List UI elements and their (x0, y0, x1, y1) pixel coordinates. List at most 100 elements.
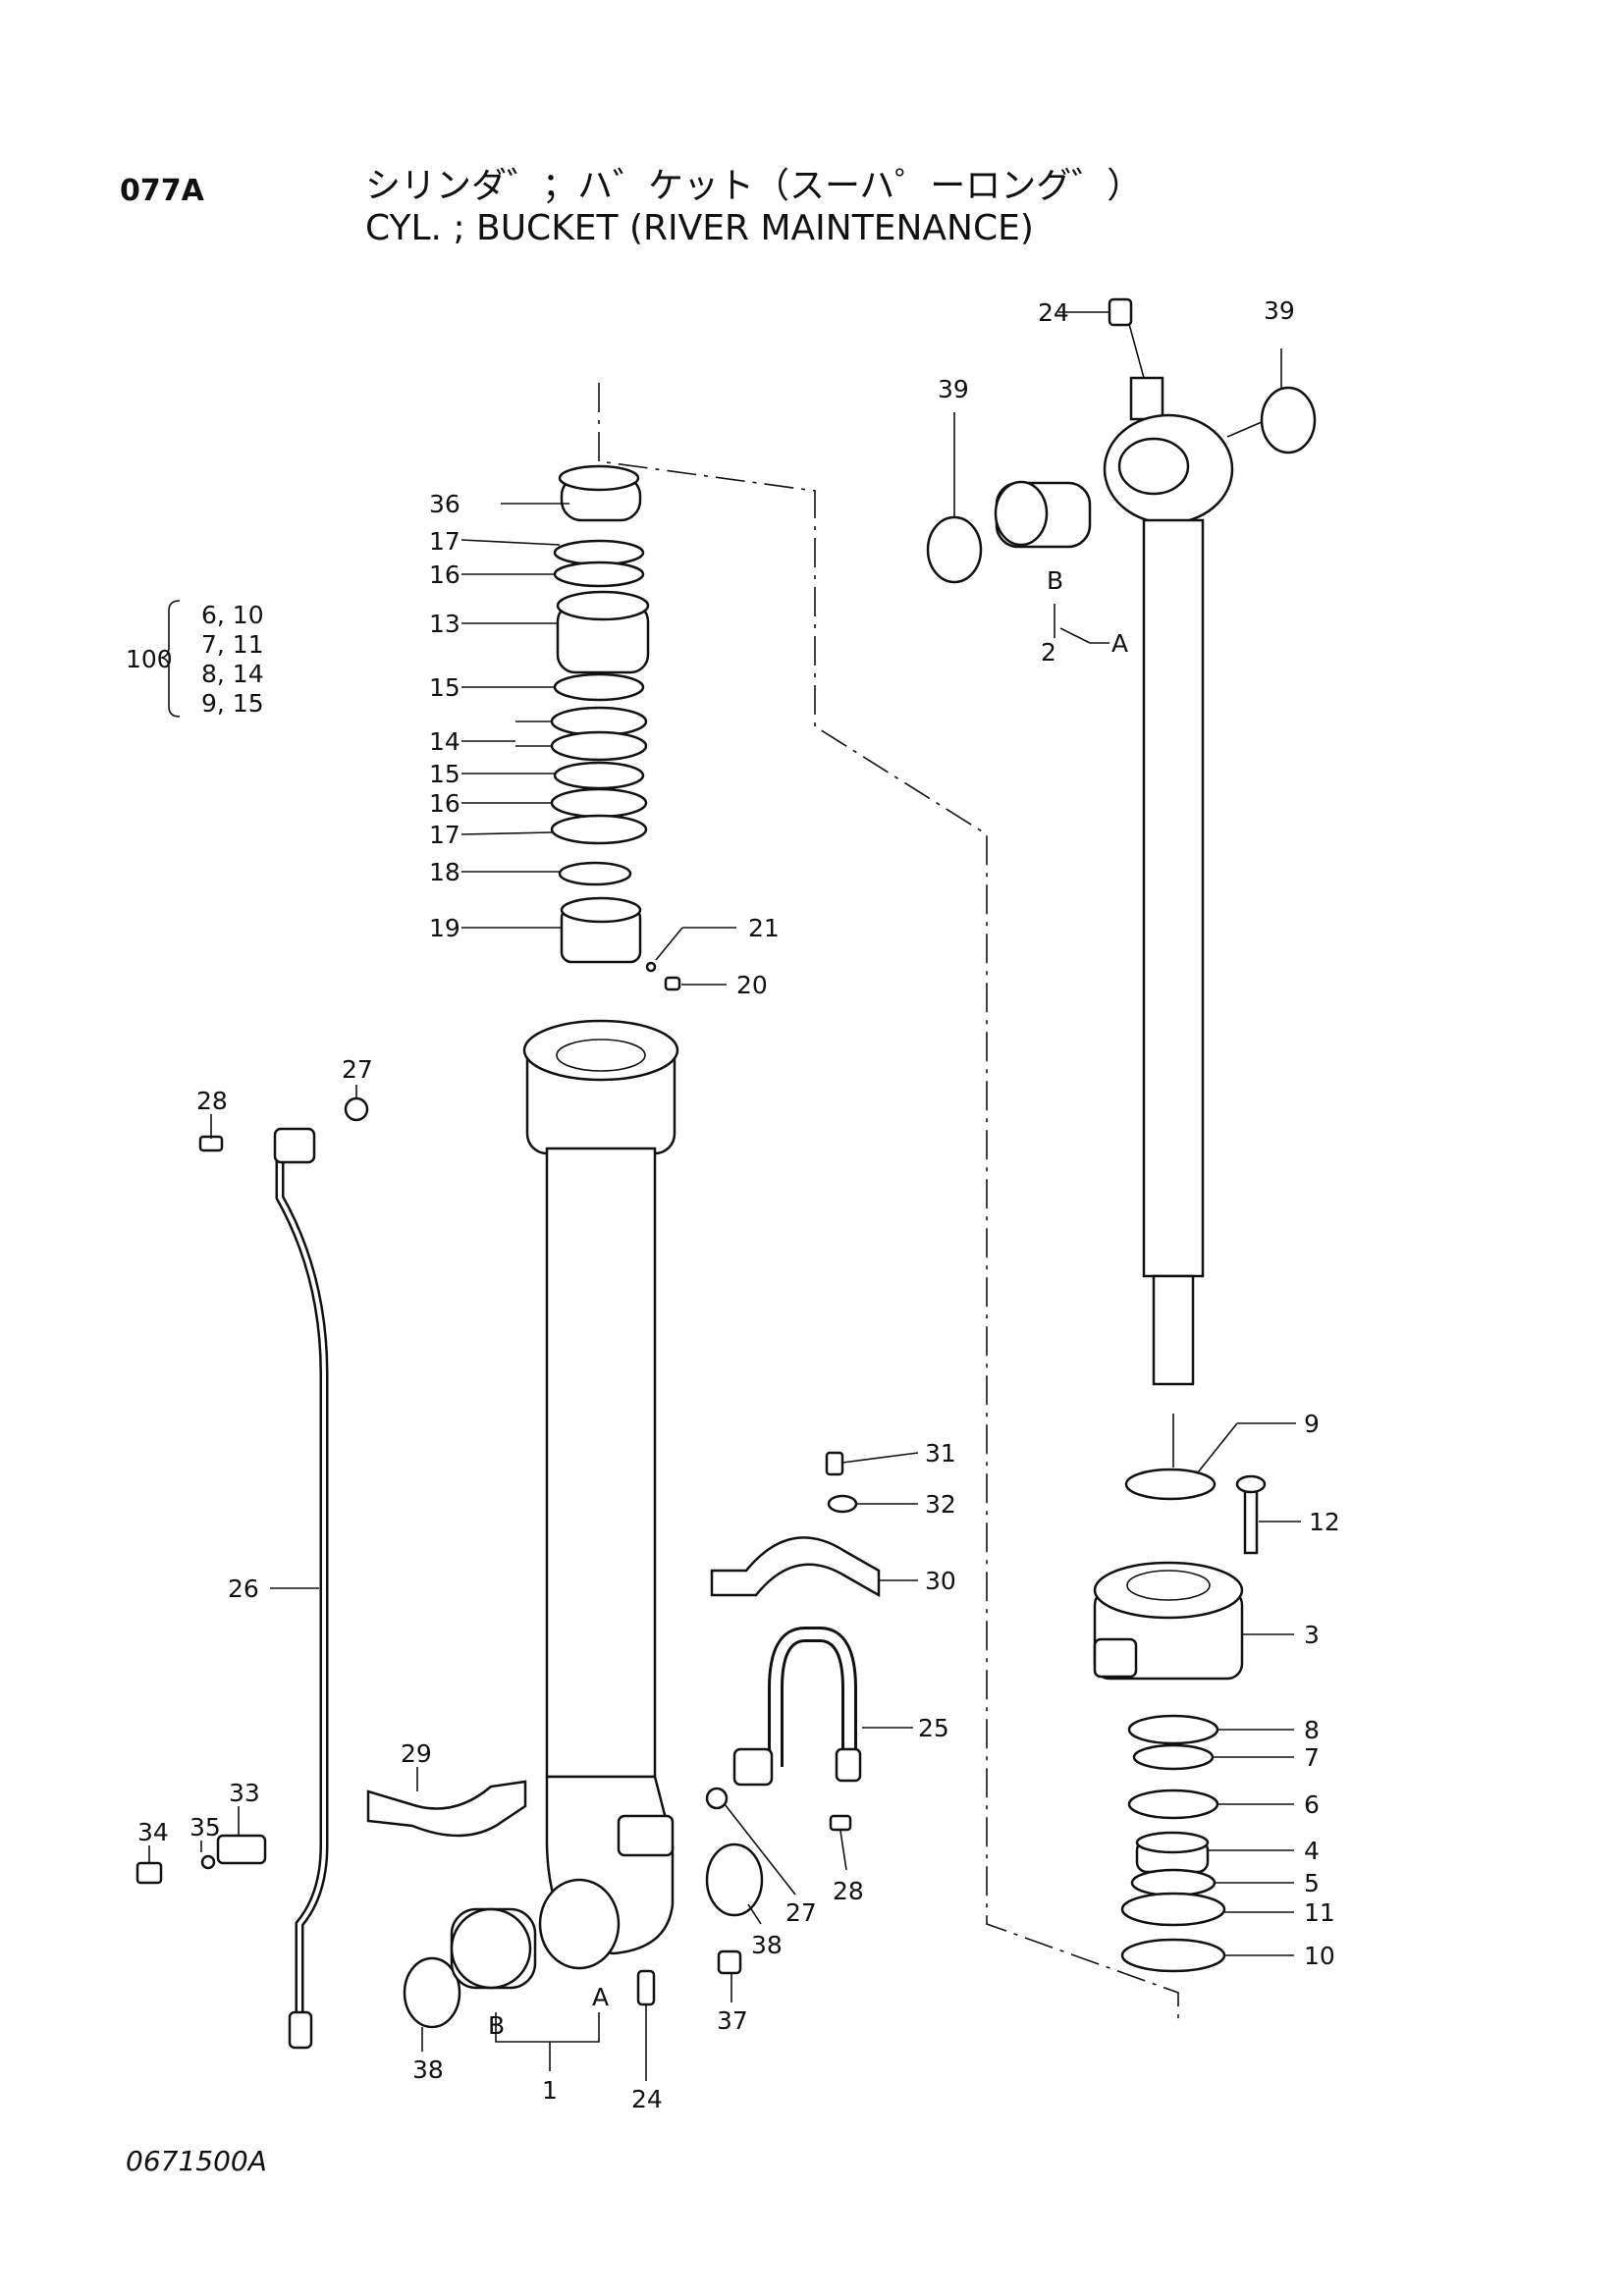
kit-number: 100 (126, 645, 173, 673)
part-32-washer (827, 1494, 858, 1514)
piston-rod (926, 297, 1317, 1386)
part-28-bolt (829, 1814, 852, 1832)
part-39-ring-left (926, 515, 983, 584)
part-37-bolt (717, 1949, 742, 1975)
rod-threaded-end (1152, 1274, 1195, 1386)
part-39-ring-right (1260, 386, 1317, 454)
callout: 36 (429, 490, 460, 518)
callout: 27 (342, 1055, 373, 1084)
part-3-top (1093, 1561, 1244, 1620)
part-8-ring (1127, 1714, 1219, 1745)
callout: 6 (1304, 1790, 1320, 1819)
part-12-bolt (1243, 1482, 1259, 1555)
part-24-grease-nipple (636, 1969, 656, 2006)
part-34-bolt (135, 1861, 163, 1885)
callout: 4 (1304, 1837, 1320, 1865)
title-japanese: シリンダ゛；ハ゛ケット（スーハ゜ーロング゛） (365, 166, 1143, 206)
part-10-ring (1120, 1938, 1226, 1973)
callout: B (488, 2011, 505, 2040)
part-18-washer (558, 861, 632, 886)
rod-shaft (1142, 518, 1205, 1278)
part-15-ring-b (553, 761, 645, 790)
part-27-oring-b (344, 1096, 369, 1122)
callout: 37 (717, 2006, 748, 2035)
tube-head-top (522, 1019, 679, 1082)
tube-barrel (545, 1147, 657, 1779)
callout: 17 (429, 821, 460, 849)
callout: 29 (401, 1739, 432, 1768)
title-english: CYL. ; BUCKET (RIVER MAINTENANCE) (365, 208, 1034, 248)
callout: 16 (429, 789, 460, 818)
callout: 16 (429, 561, 460, 589)
kit-row: 6, 10 (201, 601, 264, 629)
pipe-25-flange (732, 1747, 774, 1787)
callout: 11 (1304, 1898, 1335, 1927)
callout: 38 (412, 2056, 444, 2084)
part-16-ring (553, 561, 645, 588)
callout: 27 (785, 1898, 817, 1927)
callout: 39 (938, 375, 969, 403)
part-35-washer (200, 1854, 216, 1870)
pipe-25-end (835, 1747, 862, 1783)
kit-row: 9, 15 (201, 689, 264, 718)
part-24-grease-nipple-b (1108, 297, 1133, 327)
part-2-bushing-end (994, 480, 1049, 547)
callout: 25 (918, 1714, 949, 1742)
part-38-ring (403, 1956, 461, 2029)
drawing-code: 0671500A (126, 2145, 267, 2177)
callout: 30 (925, 1567, 956, 1595)
callout: A (1111, 629, 1128, 658)
callout: 3 (1304, 1621, 1320, 1649)
part-13-top (556, 590, 650, 621)
callout: 24 (1038, 298, 1069, 327)
callout: 9 (1304, 1410, 1320, 1438)
callout: 31 (925, 1439, 956, 1468)
rod-eye-bore (1117, 437, 1190, 496)
part-36-top (558, 464, 640, 492)
callout: 5 (1304, 1869, 1320, 1897)
callout: 15 (429, 760, 460, 788)
callout-labels: 36 17 16 13 15 14 15 16 17 18 19 21 20 2… (137, 296, 1340, 2113)
part-3-lug (1093, 1637, 1138, 1679)
callout: 17 (429, 527, 460, 556)
callout: 12 (1309, 1508, 1340, 1536)
callout: 32 (925, 1490, 956, 1519)
leader-lines (148, 311, 1301, 2081)
part-17-ring (553, 539, 645, 566)
callout: 1 (542, 2076, 558, 2105)
callout: 2 (1041, 638, 1056, 667)
callout: 19 (429, 914, 460, 942)
part-33-block (216, 1834, 267, 1865)
part-6-ring (1127, 1789, 1219, 1820)
part-29-clamp (366, 1780, 527, 1838)
pipe-end-fitting (288, 2010, 313, 2050)
part-9-ring (1124, 1468, 1217, 1501)
kit-row: 8, 14 (201, 660, 264, 688)
part-16-ring-b (550, 787, 648, 819)
tube-eye-bore (538, 1878, 621, 1970)
part-21-ball (645, 961, 657, 973)
callout: 10 (1304, 1942, 1335, 1970)
part-14-ring-b (550, 730, 648, 762)
callout: 8 (1304, 1716, 1320, 1744)
pipe-elbow-flange (273, 1127, 316, 1164)
callout: 13 (429, 610, 460, 638)
part-25-pipe (768, 1627, 857, 1767)
part-24-nipple-top (1129, 376, 1164, 421)
kit-row: 7, 11 (201, 630, 264, 659)
rod-head-group (1093, 1468, 1267, 1973)
callout: 38 (751, 1931, 783, 1959)
part-27-oring (705, 1787, 729, 1810)
part-38-ring-b (705, 1842, 764, 1917)
part-19-top (560, 896, 642, 924)
part-15-ring (553, 672, 645, 702)
callout: 21 (748, 914, 780, 942)
part-1-bushing-end (450, 1907, 532, 1990)
callout: 28 (196, 1087, 228, 1115)
callout: 7 (1304, 1743, 1320, 1772)
callout: 33 (229, 1779, 260, 1807)
callout: 15 (429, 673, 460, 702)
page-code: 077A (120, 174, 204, 208)
part-28-bolt-b (198, 1135, 224, 1152)
